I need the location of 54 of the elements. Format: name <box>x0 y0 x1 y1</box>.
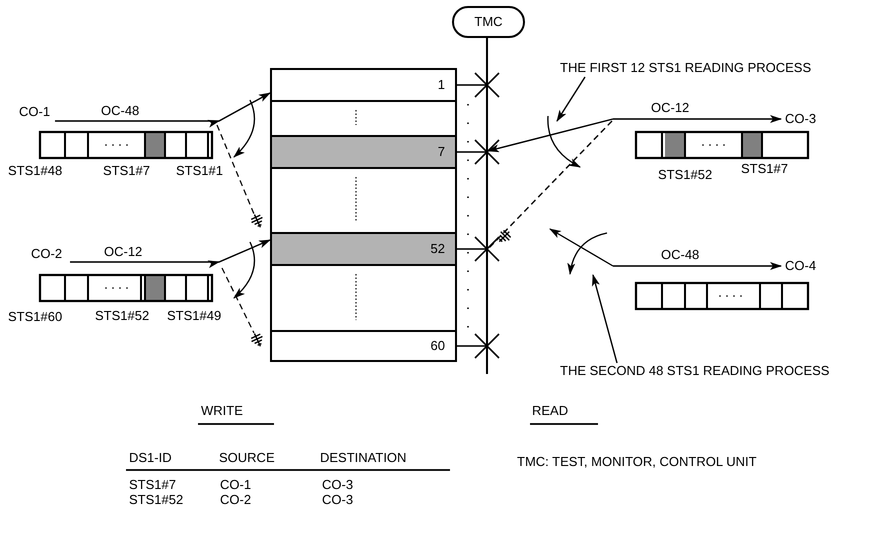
leader-arrow <box>592 274 618 364</box>
slot-id-label: STS1#52 <box>95 308 150 323</box>
table-header: SOURCE <box>219 450 275 465</box>
slot-id-label: STS1#48 <box>8 163 62 178</box>
table-header: DS1-ID <box>129 450 172 465</box>
memory-slot <box>270 330 457 362</box>
table-header: DESTINATION <box>320 450 406 465</box>
memory-slot <box>270 68 457 102</box>
note-text: TMC: TEST, MONITOR, CONTROL UNIT <box>517 454 757 469</box>
section-heading: WRITE <box>201 403 243 418</box>
dashed-line <box>488 120 612 250</box>
edge-label: OC-48 <box>100 104 140 118</box>
section-heading: READ <box>532 403 568 418</box>
slot-number: 7 <box>438 144 445 160</box>
endpoint-label: CO-3 <box>781 111 825 128</box>
slot-number: 52 <box>430 241 445 257</box>
arrow <box>70 239 270 268</box>
connector-line <box>457 345 486 347</box>
endpoint-label: CO-4 <box>781 258 825 275</box>
edge-label: OC-48 <box>660 248 700 262</box>
table-cell: STS1#7 <box>129 477 176 492</box>
table-cell: STS1#52 <box>129 492 184 507</box>
table-cell: CO-1 <box>220 477 252 492</box>
slot-id-label: STS1#60 <box>8 309 62 324</box>
bus-line <box>486 38 488 374</box>
terminal-node <box>452 6 525 38</box>
connector-line <box>457 151 486 153</box>
callout-text: THE SECOND 48 STS1 READING PROCESS <box>560 363 892 380</box>
connector-line <box>457 248 486 250</box>
arrow <box>487 118 614 152</box>
slot-id-label: STS1#52 <box>658 167 712 182</box>
arrow <box>613 115 782 123</box>
table-cell: CO-3 <box>322 492 354 507</box>
endpoint-label: CO-1 <box>15 104 55 121</box>
connector-line <box>457 84 486 86</box>
slot-number: 1 <box>438 77 445 93</box>
slot-id-label: STS1#49 <box>167 308 222 323</box>
memory-slot <box>270 232 457 266</box>
arrow <box>613 262 782 270</box>
memory-slot <box>270 264 457 332</box>
table-cell: CO-2 <box>220 492 252 507</box>
slot-id-label: STS1#7 <box>103 163 150 178</box>
arrow <box>55 92 270 128</box>
slot-id-label: STS1#7 <box>741 161 788 176</box>
endpoint-label: CO-2 <box>27 246 70 263</box>
table-cell: CO-3 <box>322 477 354 492</box>
node-label: TMC <box>474 14 503 30</box>
edge-label: OC-12 <box>650 101 690 115</box>
slot-number: 60 <box>430 338 445 354</box>
edge-label: OC-12 <box>103 245 144 259</box>
slot-id-label: STS1#1 <box>176 163 223 178</box>
leader-arrow <box>556 76 586 122</box>
callout-text: THE FIRST 12 STS1 READING PROCESS <box>560 60 872 77</box>
memory-slot <box>270 135 457 169</box>
